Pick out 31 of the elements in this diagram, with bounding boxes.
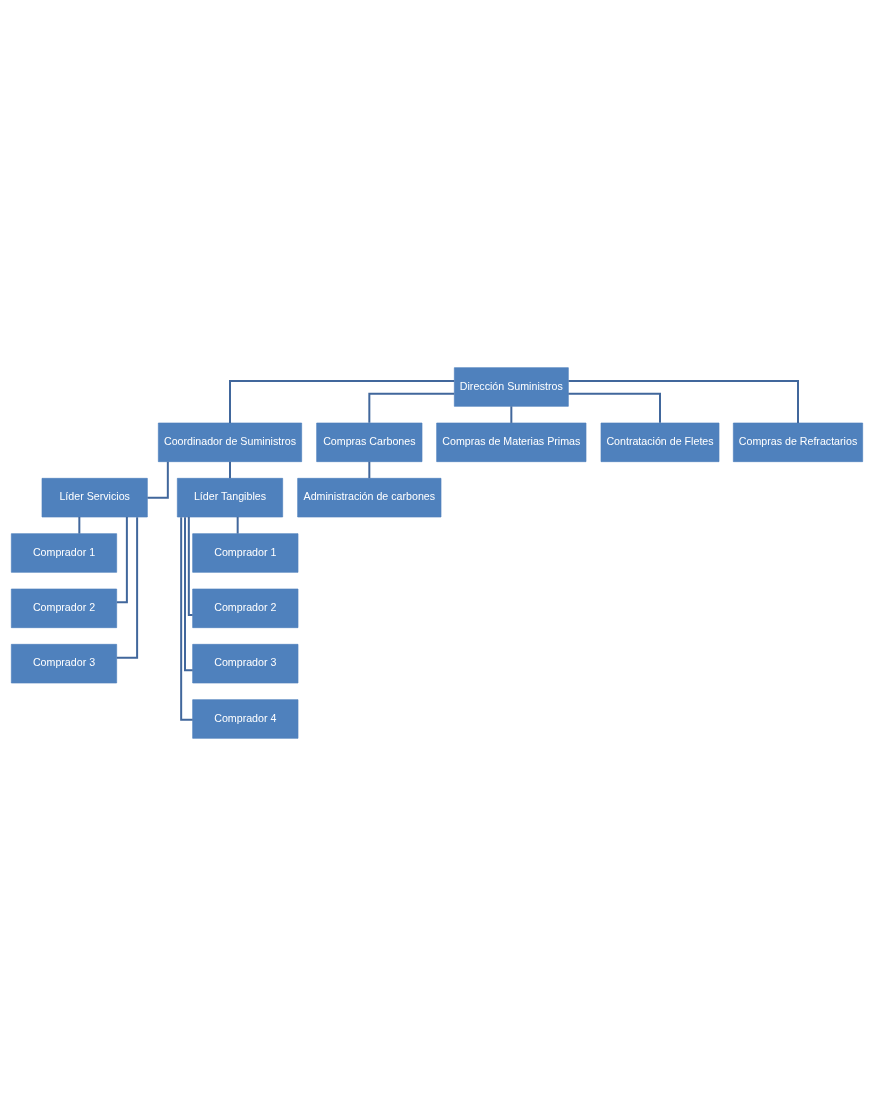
connector <box>567 380 799 424</box>
connector <box>187 516 194 616</box>
connector <box>229 380 456 424</box>
connector <box>184 516 194 672</box>
connector <box>229 460 231 480</box>
connector <box>368 460 371 480</box>
node-box: Comprador 3 <box>192 644 299 684</box>
node-box: Compras Carbones <box>316 422 423 462</box>
node-box: Comprador 3 <box>11 644 117 684</box>
node-box: Compras de Materias Primas <box>436 422 587 462</box>
node-box: Administración de carbones <box>297 478 442 518</box>
connector <box>236 516 239 535</box>
connector <box>115 516 139 659</box>
node-box: Líder Tangibles <box>177 478 283 518</box>
connector <box>510 405 513 424</box>
node-box: Comprador 2 <box>11 588 117 628</box>
node-box: Contratación de Fletes <box>600 422 720 462</box>
node-box: Compras de Refractarios <box>733 422 863 462</box>
node-box: Líder Servicios <box>41 478 148 518</box>
node-box: Comprador 1 <box>11 533 117 573</box>
connector <box>146 460 169 499</box>
node-box: Comprador 4 <box>192 699 299 739</box>
node-box: Coordinador de Suministros <box>158 422 302 462</box>
connector <box>78 516 81 535</box>
node-box: Dirección Suministros <box>454 367 569 407</box>
node-box: Comprador 1 <box>192 533 299 573</box>
connector <box>115 516 128 604</box>
node-box: Comprador 2 <box>192 588 299 628</box>
connector <box>368 392 456 424</box>
connector <box>180 516 194 721</box>
connector <box>567 392 661 424</box>
